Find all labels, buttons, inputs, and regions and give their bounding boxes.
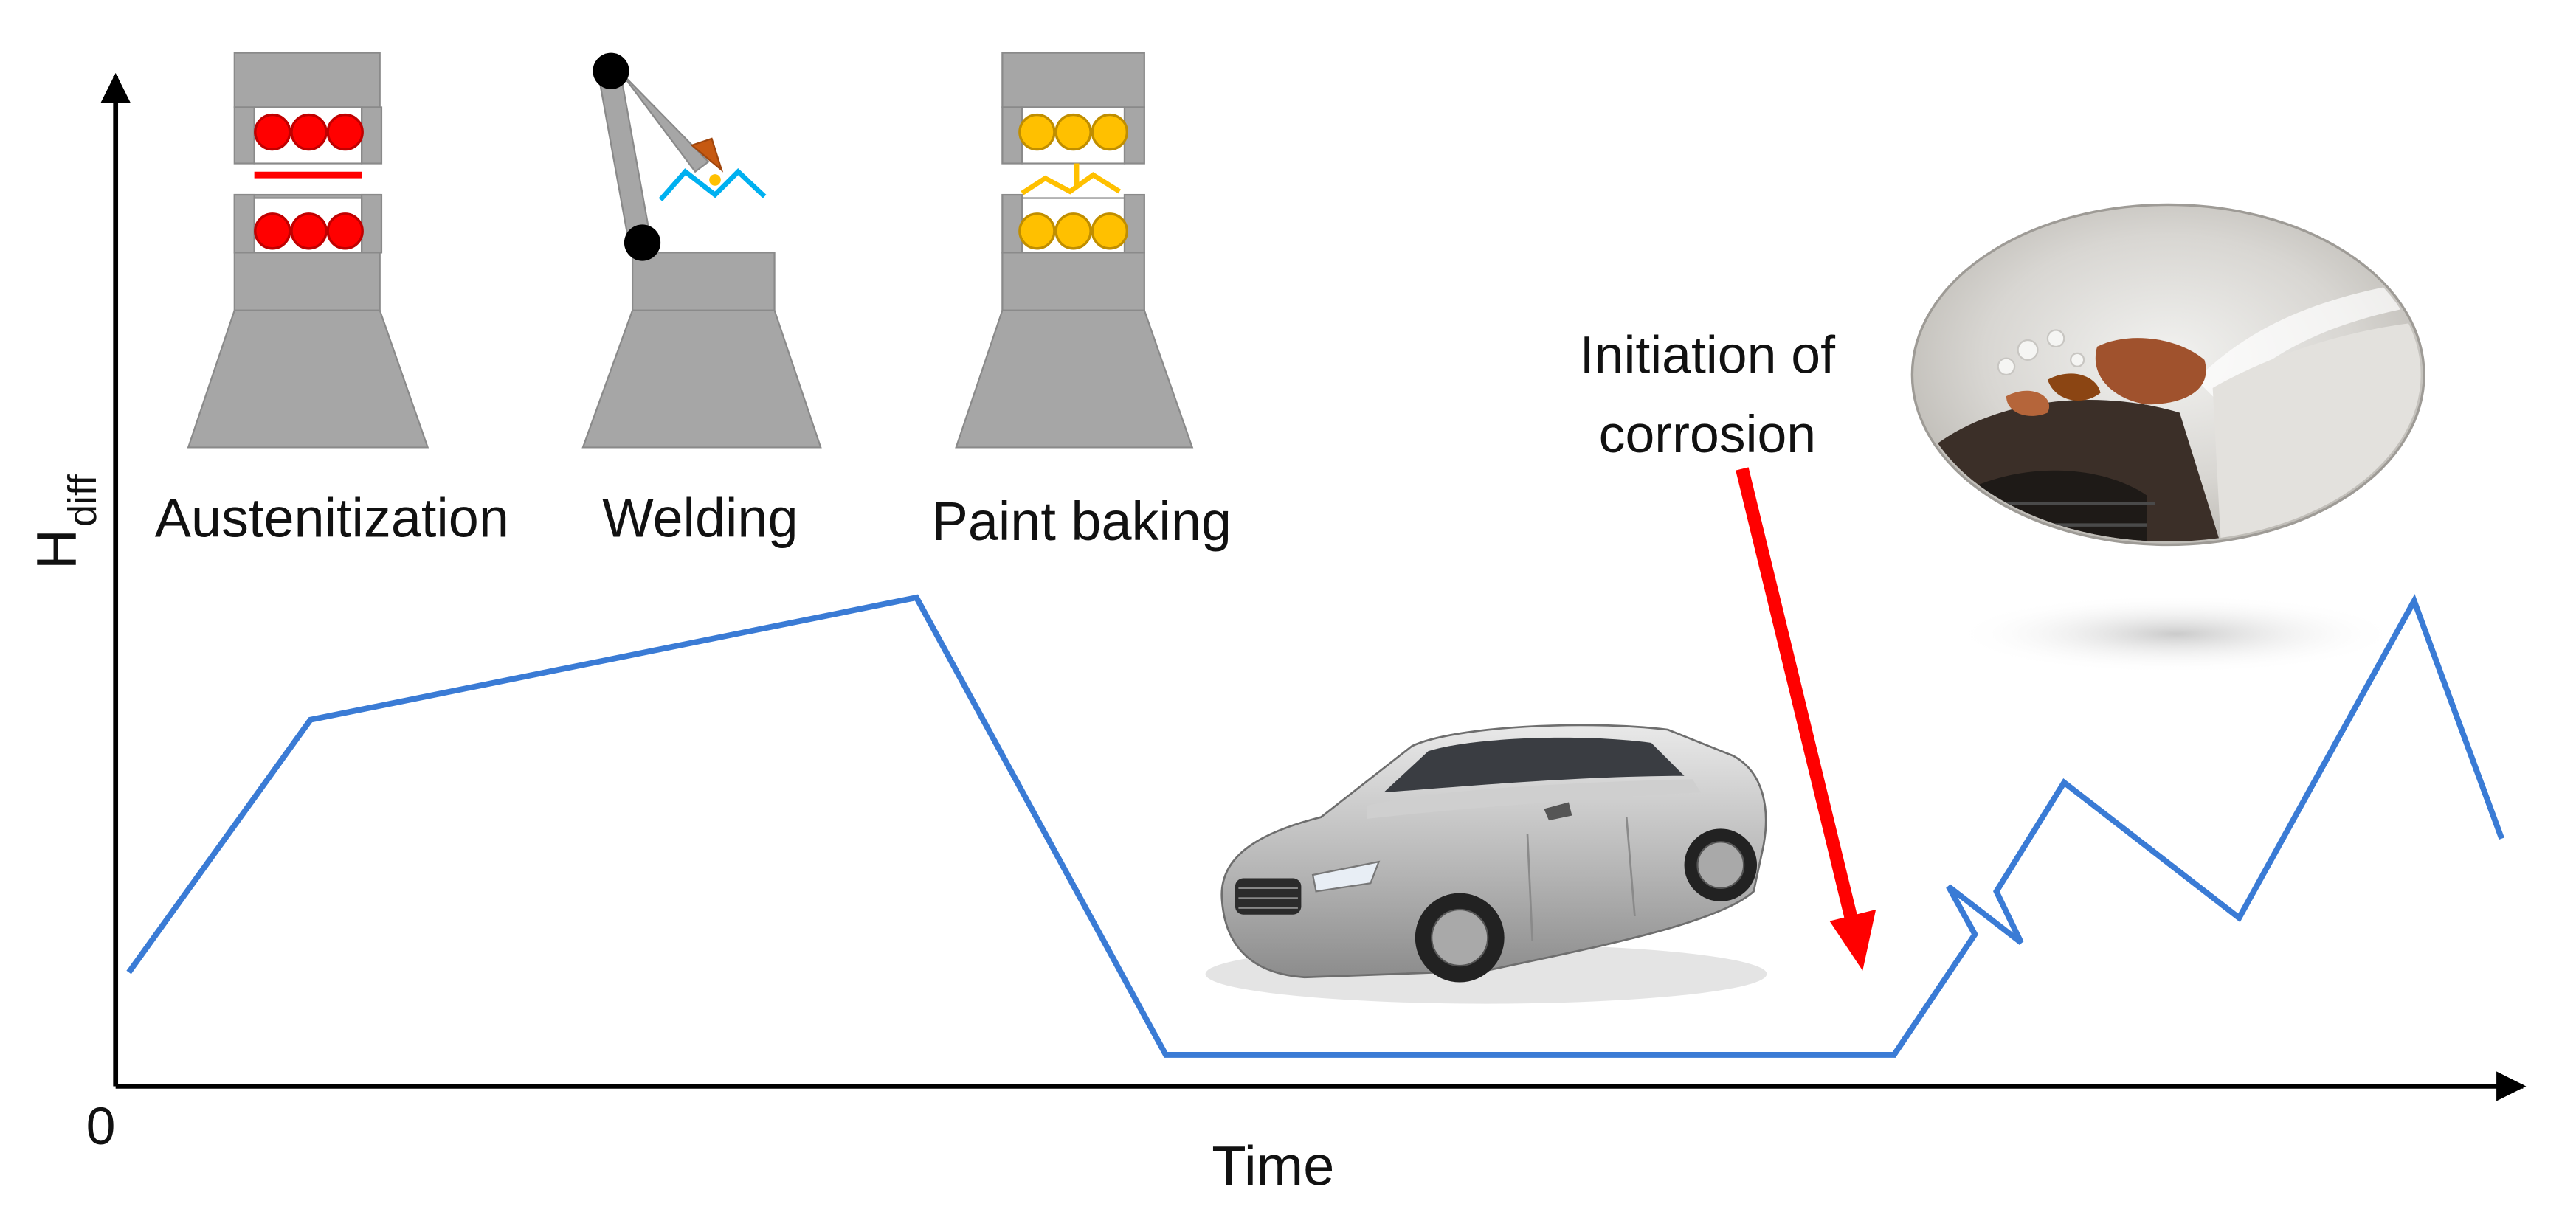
- rust-closeup-icon: [1910, 203, 2425, 674]
- corrosion-annotation: Initiation of corrosion: [1580, 326, 1876, 971]
- hydrogen-curve: [126, 594, 2504, 1058]
- car-icon: [1205, 724, 1767, 1004]
- corrosion-arrow-shaft: [1736, 467, 1858, 920]
- step-label-austenitization: Austenitization: [155, 487, 509, 548]
- oven-icon: [955, 52, 1194, 449]
- step-label-paint-baking: Paint baking: [932, 491, 1232, 552]
- axes: 0 Time H diff: [26, 72, 2527, 1198]
- step-label-welding: Welding: [602, 487, 798, 548]
- corrosion-arrow-head: [1829, 910, 1876, 971]
- welding-robot-icon: [581, 52, 822, 449]
- y-axis-label-sub: diff: [61, 474, 105, 527]
- y-axis-label-main: H: [26, 529, 89, 570]
- furnace-icon: [187, 52, 429, 449]
- annotation-line-1: Initiation of: [1580, 326, 1835, 385]
- x-axis-label: Time: [1212, 1135, 1334, 1198]
- annotation-line-2: corrosion: [1599, 405, 1816, 464]
- y-axis-label: H diff: [26, 474, 105, 570]
- origin-label: 0: [86, 1097, 116, 1156]
